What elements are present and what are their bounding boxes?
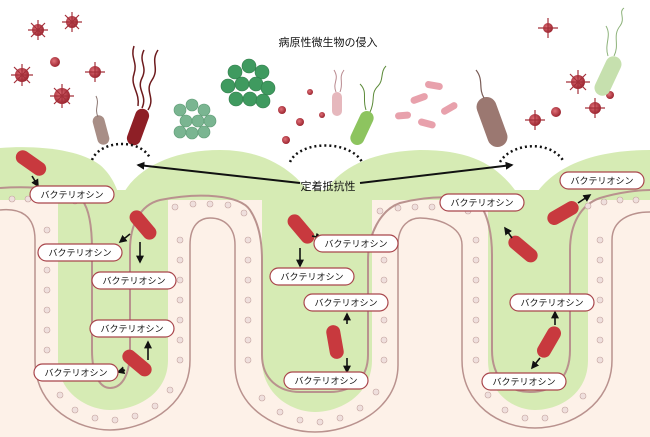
bacteriocin-labels: バクテリオシン バクテリオシン バクテリオシン バクテリオシン バクテリオシン … bbox=[29, 171, 645, 391]
bacteriocin-pill: バクテリオシン bbox=[439, 193, 525, 212]
bacteriocin-pill: バクテリオシン bbox=[313, 234, 399, 253]
dotted-arc-middle bbox=[288, 144, 364, 163]
bacteriocin-text: バクテリオシン bbox=[450, 198, 513, 209]
dotted-arc-right bbox=[498, 145, 566, 163]
bacteriocin-text: バクテリオシン bbox=[492, 377, 555, 388]
bacteriocin-text: バクテリオシン bbox=[40, 190, 103, 201]
colonization-resistance-label: 定着抵抗性 bbox=[301, 179, 356, 193]
bacteriocin-pill: バクテリオシン bbox=[91, 271, 177, 290]
bacteriocin-text: バクテリオシン bbox=[102, 276, 165, 287]
bacteriocin-pill: バクテリオシン bbox=[283, 371, 369, 390]
flagellated-bacterium-icon bbox=[350, 65, 387, 145]
bacteriocin-text: バクテリオシン bbox=[100, 324, 163, 335]
bacteriocin-text: バクテリオシン bbox=[570, 176, 633, 187]
rod-bacterium-icon bbox=[92, 95, 110, 145]
resistance-arrows bbox=[90, 142, 566, 184]
bacteriocin-pill: バクテリオシン bbox=[29, 185, 115, 204]
large-rod-bacterium-icon bbox=[475, 69, 508, 148]
arrow-icon bbox=[136, 161, 301, 184]
epithelium-inner bbox=[0, 208, 650, 433]
pale-flagellated-bacterium-icon bbox=[594, 7, 625, 96]
bacteriocin-arrows bbox=[31, 175, 592, 375]
dotted-arc-left bbox=[90, 142, 152, 161]
bacteriocin-pill: バクテリオシン bbox=[269, 267, 355, 286]
pathogens bbox=[11, 7, 625, 148]
bacteriocin-text: バクテリオシン bbox=[520, 298, 583, 309]
bacteriocin-pill: バクテリオシン bbox=[37, 243, 123, 262]
bacteriocin-pill: バクテリオシン bbox=[89, 319, 175, 338]
bacteriocin-text: バクテリオシン bbox=[324, 239, 387, 250]
bacteriocin-pill: バクテリオシン bbox=[33, 363, 119, 382]
bacteriocin-pill: バクテリオシン bbox=[509, 293, 595, 312]
diagram-title: 病原性微生物の侵入 bbox=[279, 35, 378, 49]
bacteriocin-pill: バクテリオシン bbox=[559, 171, 645, 190]
small-rods-icon bbox=[395, 81, 458, 129]
arrow-icon bbox=[359, 161, 514, 184]
commensal-bacteria bbox=[15, 150, 579, 377]
virus-spikes bbox=[11, 12, 605, 130]
spiral-bacterium-icon bbox=[126, 45, 159, 146]
bacteriocin-text: バクテリオシン bbox=[48, 248, 111, 259]
bacteriocin-text: バクテリオシン bbox=[280, 272, 343, 283]
bacteriocin-text: バクテリオシン bbox=[44, 368, 107, 379]
bacteriocin-text: バクテリオシン bbox=[314, 298, 377, 309]
bacteriocin-pill: バクテリオシン bbox=[303, 293, 389, 312]
flagellated-rod-icon bbox=[332, 69, 345, 116]
bacteriocin-text: バクテリオシン bbox=[294, 376, 357, 387]
cocci-cluster-dark-icon bbox=[220, 58, 276, 109]
cocci-cluster-icon bbox=[173, 98, 217, 140]
bacteriocin-pill: バクテリオシン bbox=[481, 372, 567, 391]
